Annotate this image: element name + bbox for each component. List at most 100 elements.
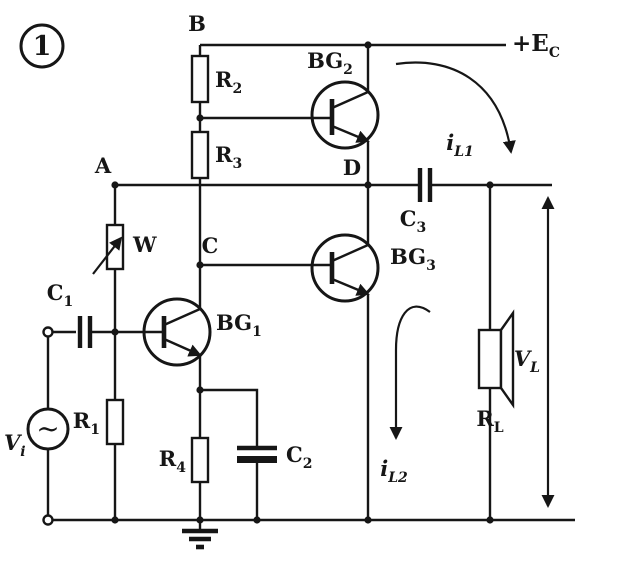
r3-body: [190, 130, 210, 180]
figure-badge: 1: [19, 23, 65, 69]
junction-dot: [111, 516, 119, 524]
vi-label-sub: i: [20, 444, 25, 460]
r3-label: R3: [215, 142, 242, 172]
il1-label: iL1: [446, 130, 474, 160]
bg3-label-base: BG: [390, 244, 426, 269]
il1-annotation: iL1: [395, 61, 516, 160]
r1-body: [105, 398, 125, 446]
junction-dot: [486, 516, 494, 524]
il2-annotation: iL2: [380, 305, 431, 486]
r4-label: R4: [159, 446, 186, 476]
bg1-collector-diag: [163, 307, 201, 327]
il2-label: iL2: [380, 456, 408, 486]
bg3-label: BG3: [390, 244, 436, 274]
input-terminal-bottom: [42, 514, 54, 526]
bg2-label: BG2: [307, 48, 353, 78]
bg1-label-sub: 1: [252, 324, 262, 340]
bg2-label-sub: 2: [343, 62, 353, 78]
junction-dot: [364, 181, 372, 189]
potentiometer-w: W: [92, 185, 157, 400]
vi-label-base: V: [4, 430, 23, 455]
junction-dot: [111, 181, 119, 189]
r2-label: R2: [215, 67, 242, 97]
r4-label-base: R: [159, 446, 177, 471]
transistor-bg3: BG3: [310, 185, 436, 520]
node-c-label: C: [202, 233, 219, 258]
junction-dot: [196, 386, 204, 394]
junction-dot: [253, 516, 261, 524]
il1-label-sub: L1: [453, 144, 474, 160]
ground-symbol: [182, 520, 218, 550]
r3-label-base: R: [215, 142, 233, 167]
w-label: W: [132, 232, 157, 257]
speaker-driver-icon: [477, 328, 503, 390]
bg3-circle: [310, 233, 380, 303]
supply-label-sub: C: [549, 45, 560, 61]
speaker-cone-icon: [499, 309, 515, 409]
r2-label-sub: 2: [232, 81, 242, 97]
input-section: ~ Vi C1: [4, 280, 164, 526]
junction-dot: [364, 41, 372, 49]
resistor-r4: R4: [159, 390, 210, 520]
il2-current-arrow: [389, 305, 431, 440]
junction-dot: [486, 181, 494, 189]
il2-label-sub: L2: [387, 470, 408, 486]
node-d-label: D: [343, 155, 361, 180]
bg2-label-base: BG: [307, 48, 343, 73]
rl-label: RL: [476, 406, 503, 436]
resistor-r2: R2: [190, 45, 242, 132]
vl-label-sub: L: [529, 360, 540, 376]
c1-label-sub: 1: [63, 294, 73, 310]
il1-current-arrow: [395, 61, 516, 154]
supply-label-base: +E: [512, 30, 549, 57]
figure-number: 1: [33, 31, 52, 62]
vi-label: Vi: [4, 430, 26, 460]
r1-label: R1: [73, 408, 100, 438]
input-terminal-top: [42, 326, 54, 338]
c3-label: C3: [400, 206, 426, 236]
figure-badge-circle: [19, 23, 65, 69]
c1-label-base: C: [47, 280, 64, 305]
bg2-collector-diag: [331, 90, 369, 110]
r1-label-sub: 1: [90, 422, 100, 438]
c2-plate-bottom: [237, 456, 277, 463]
r2-label-base: R: [215, 67, 233, 92]
output-line: A D: [94, 153, 552, 187]
transistor-bg2: BG2: [200, 45, 380, 185]
junction-dot: [364, 516, 372, 524]
r3-label-sub: 3: [232, 156, 242, 172]
capacitor-c3: C3: [400, 168, 433, 236]
c2-label-sub: 2: [303, 456, 313, 472]
vl-label: VL: [514, 346, 540, 376]
node-c-section: C: [200, 233, 332, 267]
il2-label-base: i: [380, 456, 388, 481]
junction-dot: [111, 328, 119, 336]
transistor-bg1: BG1: [142, 297, 262, 390]
vl-annotation: VL: [514, 196, 555, 508]
supply-rail: B +EC: [188, 11, 560, 61]
rl-label-base: R: [476, 406, 494, 431]
c1-label: C1: [47, 280, 73, 310]
speaker-rl: RL: [476, 185, 515, 520]
w-wiper-arrow: [92, 236, 123, 275]
r2-body: [190, 54, 210, 104]
capacitor-c2: C2: [200, 388, 312, 520]
bg1-label: BG1: [216, 310, 262, 340]
node-a-label: A: [94, 153, 112, 178]
bg1-emitter-arrow: [163, 337, 202, 357]
r4-body: [190, 436, 210, 484]
c2-label: C2: [286, 442, 312, 472]
c2-label-base: C: [286, 442, 303, 467]
supply-label: +EC: [512, 30, 560, 61]
bg1-label-base: BG: [216, 310, 252, 335]
bg3-emitter-arrow: [331, 277, 370, 296]
junction-dots: [111, 41, 494, 524]
bg3-label-sub: 3: [426, 258, 436, 274]
bg2-emitter-arrow: [331, 124, 370, 143]
c3-label-base: C: [400, 206, 417, 231]
node-b-label: B: [188, 11, 206, 36]
vl-label-base: V: [514, 346, 533, 371]
bg2-circle: [310, 80, 380, 150]
junction-dot: [196, 114, 204, 122]
